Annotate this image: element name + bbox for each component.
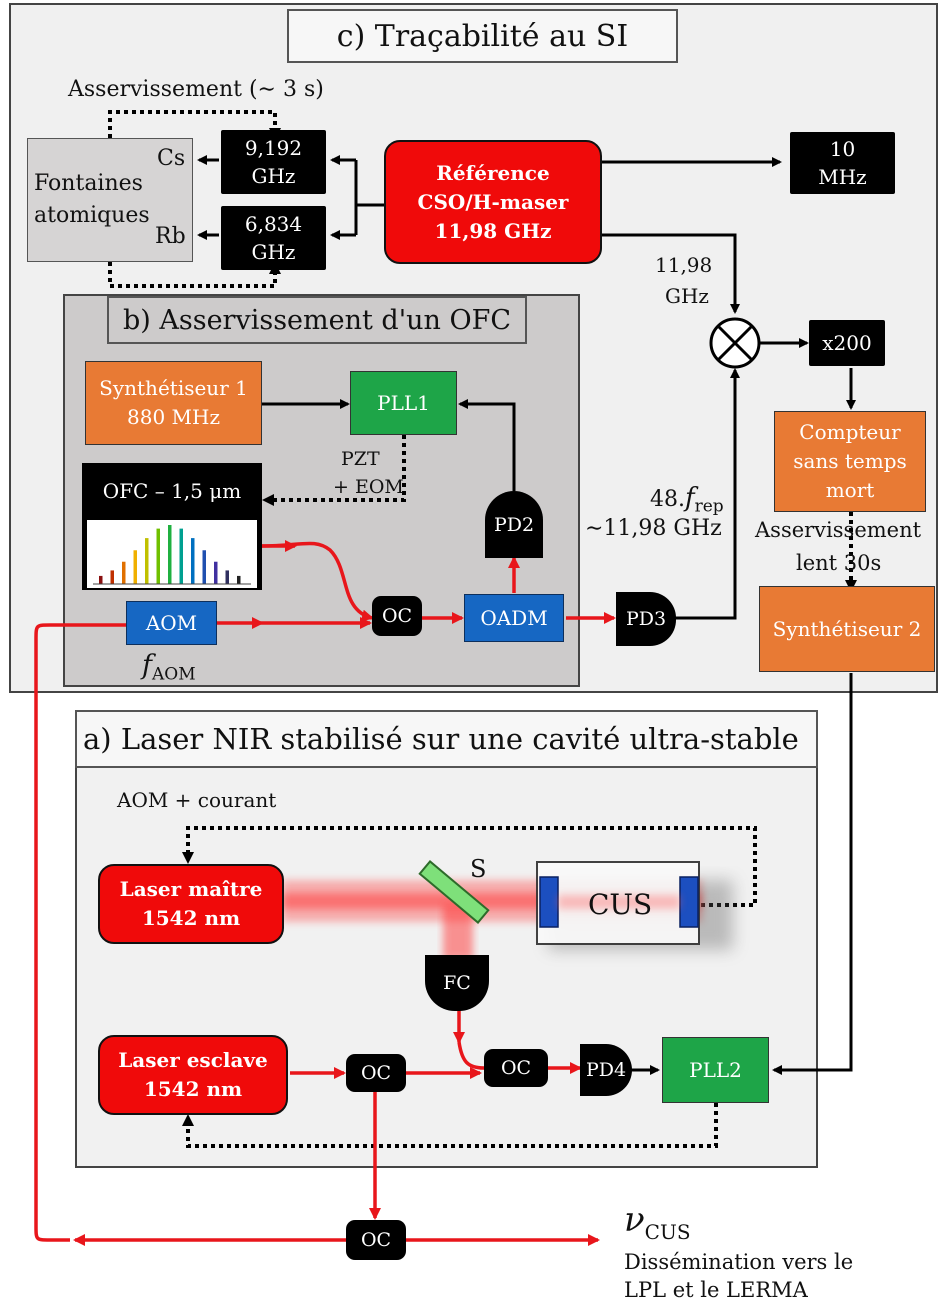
slow-servo-label-2: lent 30s: [796, 551, 882, 575]
aom-box: AOM: [126, 601, 217, 645]
fountains-line-2: atomiques: [34, 203, 150, 228]
comb-line: [122, 561, 126, 584]
slave-laser-box: Laser esclave 1542 nm: [98, 1035, 288, 1115]
slave-laser-line-1: Laser esclave: [118, 1048, 268, 1072]
counter-box: Compteur sans temps mort: [774, 411, 926, 512]
faom-sub: AOM: [152, 664, 196, 685]
ofc-spectrum: [87, 520, 257, 588]
comb-line: [214, 561, 218, 584]
dissemination-line-2: LPL et le LERMA: [624, 1278, 808, 1302]
ofc-box: OFC – 1,5 μm: [82, 463, 262, 590]
mirror-s-label: S: [470, 855, 487, 883]
rf-lines: [197, 155, 856, 1075]
comb-line: [156, 528, 160, 584]
pzt-label: PZT: [341, 448, 380, 470]
slave-laser-line-2: 1542 nm: [143, 1077, 243, 1101]
comb-line: [202, 550, 206, 584]
atomic-fountains-box: Fontaines atomiques: [27, 138, 193, 262]
pll2-box: PLL2: [662, 1037, 769, 1103]
frep-value-label: ∼11,98 GHz: [585, 516, 722, 541]
x200-box: x200: [809, 320, 885, 366]
fc-detector: FC: [425, 955, 489, 1011]
oc-bottom: OC: [346, 1220, 406, 1260]
counter-line-1: Compteur: [799, 420, 901, 444]
fountains-line-1: Fontaines: [34, 171, 143, 196]
comb-line: [145, 538, 149, 584]
reference-line-1: Référence: [436, 160, 550, 185]
nu-cus-label: νCUS: [624, 1200, 691, 1244]
fiber-paths: [34, 540, 616, 1246]
beam-splitter-s: [418, 860, 490, 924]
nu-symbol: ν: [624, 1200, 645, 1240]
comb-line: [110, 570, 114, 584]
frep-prefix: 48.: [650, 487, 685, 512]
pd4-detector: PD4: [580, 1044, 632, 1096]
nu-sub: CUS: [644, 1219, 691, 1244]
panel-b-title: b) Asservissement d'un OFC: [107, 296, 527, 344]
oc-panel-a-2: OC: [484, 1049, 548, 1087]
aom-current-label: AOM + courant: [117, 788, 277, 812]
freq-6834-box: 6,834 GHz: [221, 206, 326, 270]
faom-label: fAOM: [142, 650, 196, 684]
master-laser-line-2: 1542 nm: [141, 906, 241, 930]
comb-line: [168, 525, 172, 584]
comb-line: [179, 528, 183, 584]
counter-line-3: mort: [825, 478, 875, 502]
reference-line-3: 11,98 GHz: [434, 218, 552, 243]
comb-line: [191, 538, 195, 584]
reference-line-2: CSO/H-maser: [417, 189, 569, 214]
comb-line: [225, 570, 229, 584]
cs-label: Cs: [157, 146, 186, 171]
servo-3s-label: Asservissement (∼ 3 s): [68, 77, 324, 102]
servo-dotted-lines: [108, 110, 853, 1148]
frep-f: f: [685, 483, 695, 513]
freq-9192-unit: GHz: [251, 164, 296, 188]
ofc-label: OFC – 1,5 μm: [102, 479, 242, 503]
pll1-box: PLL1: [350, 371, 457, 435]
freq-9192-value: 9,192: [244, 136, 303, 160]
ten-mhz-box: 10 MHz: [790, 132, 895, 194]
panel-c-title: c) Traçabilité au SI: [287, 9, 678, 63]
freq-11-98-label-2: GHz: [665, 284, 709, 308]
faom-f: f: [142, 650, 152, 681]
freq-11-98-label-1: 11,98: [655, 253, 713, 277]
comb-line: [237, 575, 241, 584]
comb-line: [99, 575, 103, 584]
frep-label: 48.frep: [650, 483, 724, 516]
ten-mhz-unit: MHz: [818, 165, 867, 189]
freq-6834-unit: GHz: [251, 240, 296, 264]
panel-a-title: a) Laser NIR stabilisé sur une cavité ul…: [75, 710, 818, 768]
synth1-line-1: Synthétiseur 1: [99, 376, 248, 400]
pd3-detector: PD3: [616, 592, 676, 646]
mixer-symbol: [709, 317, 761, 369]
dissemination-line-1: Dissémination vers le: [624, 1250, 854, 1274]
rb-label: Rb: [155, 224, 186, 249]
master-laser-line-1: Laser maître: [119, 877, 263, 901]
oc-panel-a-1: OC: [346, 1054, 406, 1092]
synthesizer-1-box: Synthétiseur 1 880 MHz: [85, 361, 262, 445]
cus-cavity: [536, 861, 733, 950]
oc-panel-b: OC: [372, 596, 422, 636]
eom-label: + EOM: [333, 476, 404, 498]
oadm-box: OADM: [464, 594, 564, 642]
cus-label: CUS: [588, 888, 653, 921]
counter-line-2: sans temps: [793, 449, 907, 473]
synthesizer-2-box: Synthétiseur 2: [759, 586, 935, 672]
freq-9192-box: 9,192 GHz: [221, 130, 326, 194]
pd2-detector: PD2: [485, 491, 543, 558]
synth1-line-2: 880 MHz: [127, 405, 220, 429]
master-laser-box: Laser maître 1542 nm: [98, 864, 284, 944]
ten-mhz-value: 10: [829, 137, 856, 161]
comb-line: [133, 550, 137, 584]
reference-box: Référence CSO/H-maser 11,98 GHz: [384, 140, 602, 264]
frep-sub: rep: [694, 496, 724, 517]
slow-servo-label-1: Asservissement: [755, 518, 922, 542]
freq-6834-value: 6,834: [244, 212, 303, 236]
